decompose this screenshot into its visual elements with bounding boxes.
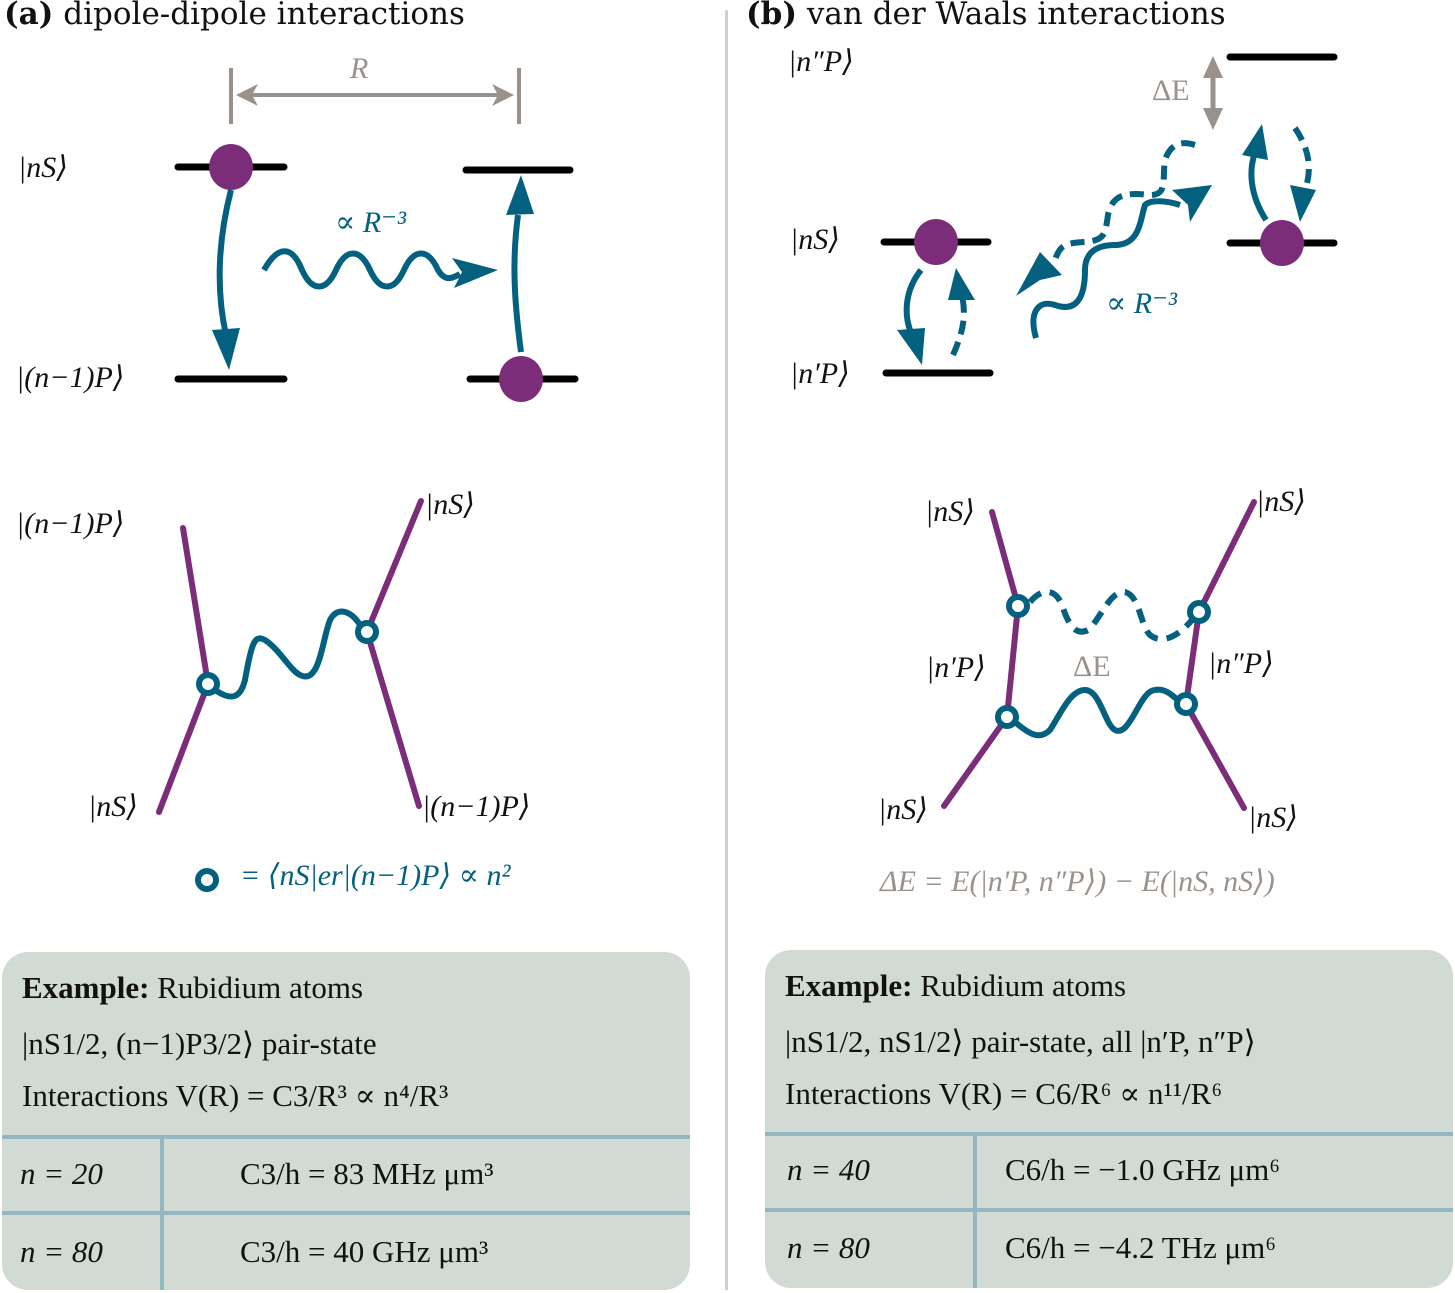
feynman-b-bottom-right: |nS⟩ [1248,801,1298,834]
panel-b-tag: (b) [746,0,798,32]
panel-a-coupling-label: ∝ R⁻³ [335,206,406,239]
example-a-interactions: Interactions V(R) = C3/R³ ∝ n⁴/R³ [22,1078,449,1113]
table-a-divider-mid [2,1211,690,1215]
panel-b-atom-right [1260,220,1304,266]
panel-b-state-n1P: |n′P⟩ [790,357,850,390]
example-a-pair-state: |nS1/2, (n−1)P3/2⟩ pair-state [22,1026,377,1061]
panel-a-atom-lower [499,356,543,402]
feynman-b-center-delta: ΔE [1073,650,1111,683]
table-b-row2-value: C6/h = −4.2 THz μm⁶ [1005,1230,1277,1265]
vertex-legend-text: = ⟨nS|er|(n−1)P⟩ ∝ n² [240,859,511,892]
panel-a-title: (a) dipole-dipole interactions [4,0,465,32]
panel-b-energy-levels [880,53,1338,377]
panel-a-photon [261,248,462,290]
vertex-legend-icon [195,868,219,892]
feynman-a-top-right: |nS⟩ [425,488,475,521]
panel-a-state-nS: |nS⟩ [18,151,68,184]
example-b-interactions: Interactions V(R) = C6/R⁶ ∝ n¹¹/R⁶ [785,1076,1223,1111]
table-b-row2-n: n = 80 [787,1230,870,1265]
panel-b-coupling-label: ∝ R⁻³ [1106,287,1177,320]
panel-a-excite-arrow [511,214,524,353]
panel-a-feynman [156,498,424,815]
panel-a-tag: (a) [4,0,54,32]
example-a-heading-rest: Rubidium atoms [157,970,364,1005]
feynman-b-mid-right: |n″P⟩ [1208,647,1274,680]
panel-b-state-n2P: |n″P⟩ [788,45,854,78]
panel-a-state-n1P: |(n−1)P⟩ [16,361,125,394]
panel-b-delta-arrow [1203,56,1223,130]
panel-a-distance-bracket [229,68,521,124]
example-a-heading-bold: Example: [22,970,150,1005]
example-box-b: Example: Rubidium atoms |nS1/2, nS1/2⟩ p… [765,950,1453,1288]
panel-divider [725,10,728,1290]
feynman-a-top-left: |(n−1)P⟩ [16,507,125,540]
panel-b-feynman [941,499,1257,811]
table-b-row1-value: C6/h = −1.0 GHz μm⁶ [1005,1152,1281,1187]
example-b-heading-bold: Example: [785,968,913,1003]
example-b-heading-rest: Rubidium atoms [920,968,1127,1003]
table-b-divider-top [765,1132,1453,1136]
table-b-col-divider [973,1132,977,1288]
example-b-heading: Example: Rubidium atoms [785,968,1126,1004]
panel-a-atom-upper [209,144,253,190]
panel-b-photon-dashed [1052,140,1196,262]
table-b-row1-n: n = 40 [787,1152,870,1187]
feynman-b-bottom-left: |nS⟩ [878,793,928,826]
feynman-b-top-right: |nS⟩ [1256,485,1306,518]
feynman-a-bottom-right: |(n−1)P⟩ [422,790,531,823]
table-a-row1-n: n = 20 [20,1156,103,1191]
delta-definition: ΔE = E(|n′P, n″P⟩) − E(|nS, nS⟩) [880,865,1275,898]
feynman-b-mid-left: |n′P⟩ [926,651,986,684]
table-a-row2-value: C3/h = 40 GHz μm³ [240,1234,489,1269]
feynman-b-top-left: |nS⟩ [925,495,975,528]
panel-a-decay-arrow [216,189,234,336]
table-a-row1-value: C3/h = 83 MHz μm³ [240,1156,494,1191]
table-b-divider-mid [765,1208,1453,1212]
table-a-row2-n: n = 80 [20,1234,103,1269]
panel-b-photon-solid [1030,198,1181,339]
example-a-heading: Example: Rubidium atoms [22,970,363,1006]
feynman-a-bottom-left: |nS⟩ [88,790,138,823]
table-a-divider-top [2,1135,690,1139]
panel-b-state-nS: |nS⟩ [790,223,840,256]
panel-b-atom-left [914,219,958,265]
example-box-a: Example: Rubidium atoms |nS1/2, (n−1)P3/… [2,952,690,1290]
panel-b-title: (b) van der Waals interactions [746,0,1226,32]
table-a-col-divider [160,1135,164,1290]
panel-b-title-text: van der Waals interactions [806,0,1226,32]
example-b-pair-state: |nS1/2, nS1/2⟩ pair-state, all |n′P, n″P… [785,1024,1256,1059]
distance-label: R [350,52,369,85]
panel-a-title-text: dipole-dipole interactions [63,0,465,32]
panel-b-delta-label: ΔE [1152,74,1190,107]
